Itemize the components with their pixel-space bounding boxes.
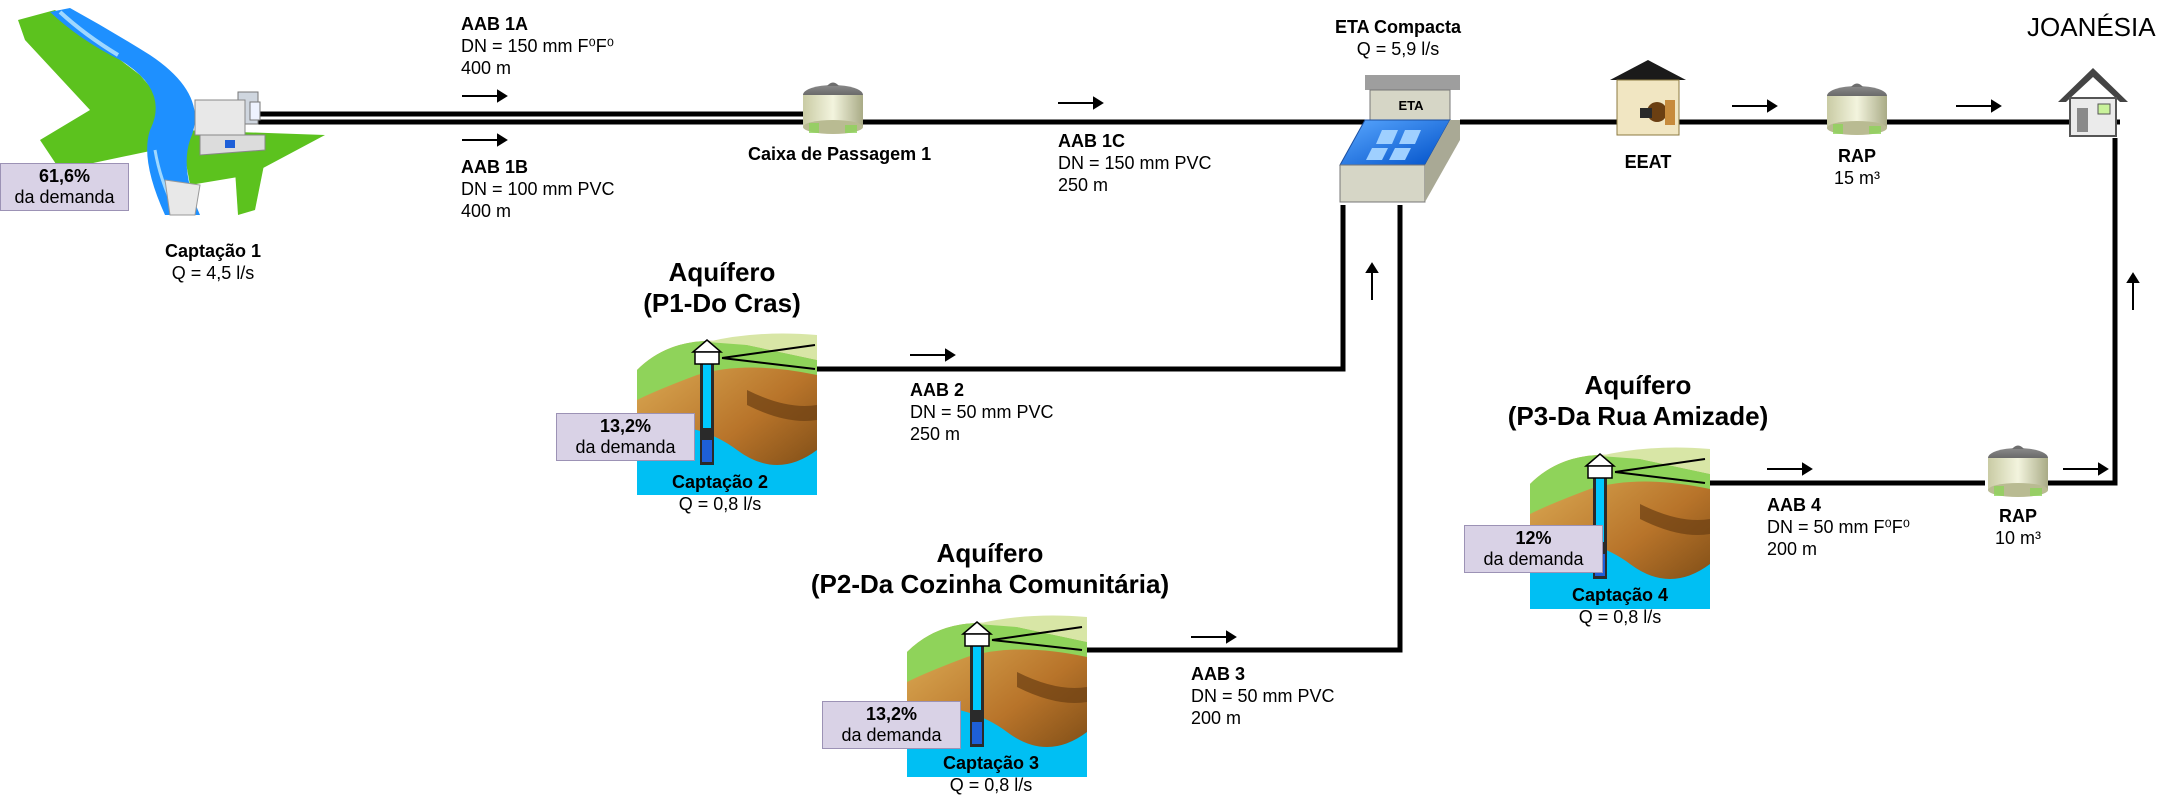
aab2-label: AAB 2 DN = 50 mm PVC 250 m	[910, 380, 1054, 444]
aab1a-label: AAB 1A DN = 150 mm F⁰F⁰ 400 m	[461, 14, 614, 78]
aquifer3-title: Aquífero(P3-Da Rua Amizade)	[1507, 370, 1769, 431]
rap2-label: RAP 10 m³	[1994, 506, 2041, 548]
eta-badge: ETA	[1398, 98, 1424, 113]
aab1b-label: AAB 1B DN = 100 mm PVC 400 m	[461, 157, 615, 221]
captacao1-label: Captação 1 Q = 4,5 l/s	[164, 241, 262, 283]
aab1c-label: AAB 1C DN = 150 mm PVC 250 m	[1058, 131, 1212, 195]
aquifer1-title: Aquífero(P1-Do Cras)	[643, 257, 801, 318]
well-outlet-lines	[721, 344, 1706, 651]
flow-arrows	[462, 89, 2140, 644]
tank-icon	[803, 82, 863, 134]
pump-station-icon	[1610, 60, 1686, 136]
captacao3-demand-box: 13,2%da demanda	[822, 701, 961, 749]
eta-plant-icon	[1339, 75, 1460, 203]
eta-label: ETA Compacta Q = 5,9 l/s	[1334, 17, 1462, 59]
pipe-network	[255, 111, 2120, 653]
caixa-label: Caixa de Passagem 1	[748, 144, 932, 164]
captacao3-label: Captação 3 Q = 0,8 l/s	[942, 753, 1040, 795]
aab3-label: AAB 3 DN = 50 mm PVC 200 m	[1191, 664, 1335, 728]
rap1-label: RAP 15 m³	[1833, 146, 1880, 188]
tank-icon	[1988, 445, 2048, 497]
captacao4-demand-box: 12%da demanda	[1464, 525, 1603, 573]
captacao2-label: Captação 2 Q = 0,8 l/s	[671, 472, 769, 514]
aab4-label: AAB 4 DN = 50 mm F⁰F⁰ 200 m	[1767, 495, 1910, 559]
captacao2-demand-box: 13,2%da demanda	[556, 413, 695, 461]
river-intake-icon	[18, 8, 325, 216]
captacao4-label: Captação 4 Q = 0,8 l/s	[1571, 585, 1669, 627]
aquifer2-title: Aquífero(P2-Da Cozinha Comunitária)	[810, 538, 1170, 599]
house-icon	[2058, 68, 2128, 137]
eeat-label: EEAT	[1624, 152, 1672, 172]
captacao1-demand-box: 61,6%da demanda	[0, 163, 129, 211]
tank-icon	[1827, 83, 1887, 135]
city-title: JOANÉSIA	[2027, 12, 2156, 42]
